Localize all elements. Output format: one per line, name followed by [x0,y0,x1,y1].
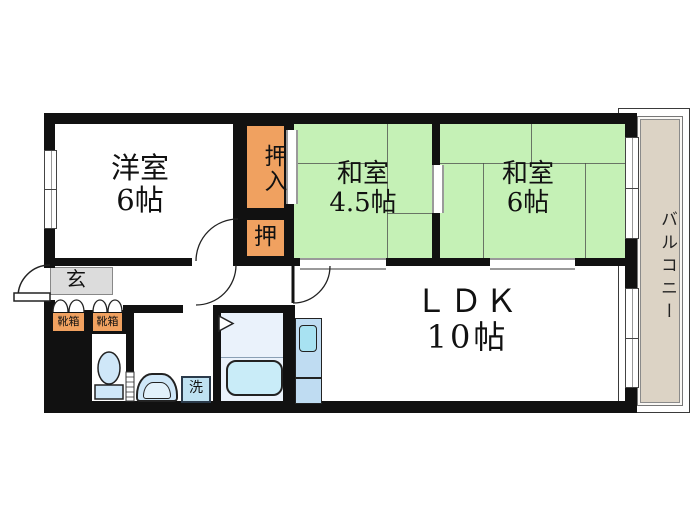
toilet-door-ticks [126,376,134,398]
label-entrance: 玄 [56,268,96,290]
room-name: ＬＤＫ [414,282,520,320]
washing-machine-pan: 洗 [181,376,211,403]
washbasin [136,373,178,402]
washbasin-bowl [143,382,171,399]
hallway-door-arc [195,264,237,306]
room-size: 10帖 [426,317,509,356]
room-size: 6帖 [506,188,550,219]
closet-name: 押 [254,224,277,250]
ldk-door-arc [292,265,331,304]
wall [233,210,294,218]
room-name: 洋室 [110,151,169,185]
wall [238,258,300,266]
tatami-line [483,163,484,258]
label-japanese-6: 和室 6帖 [465,159,591,219]
laundry-label: 洗 [189,380,203,396]
shoebox-label: 靴箱 [96,315,119,328]
toilet-room [92,334,126,401]
wall [126,334,134,372]
label-oshi: 押 [245,224,286,251]
entrance-door-arc [17,264,51,298]
label-western-room: 洋室 6帖 [60,152,220,217]
western-room-door-arc [195,218,239,262]
label-balcony: バルコニー [644,162,677,372]
balcony-deck [637,116,683,406]
window-line [626,338,638,339]
closet-oshiire [245,124,286,210]
counter-divider [296,377,321,379]
kitchen-counter [295,318,322,404]
window-line [45,189,56,190]
shoebox-label: 靴箱 [57,315,80,328]
bathroom-divider [221,357,283,358]
kitchen-sink [299,325,317,352]
label-japanese-4_5: 和室 4.5帖 [300,159,426,219]
closet-name: 押入 [260,144,286,194]
sliding-door [300,258,386,270]
wall [283,305,295,401]
wall [575,258,637,266]
shoebox-right: 靴箱 [92,312,123,332]
entrance-area [50,267,113,295]
room-size: 4.5帖 [329,188,397,219]
sliding-door [490,258,575,270]
room-name: 玄 [66,267,86,291]
tatami-line [387,213,432,214]
room-japanese-6 [440,124,625,258]
window [44,150,57,229]
room-name: 和室 [501,159,554,189]
wall [123,305,183,313]
wall [386,258,490,266]
wall [44,258,192,266]
tatami-line [531,124,532,163]
room-name: バルコニー [657,209,677,325]
room-japanese-4_5 [294,124,432,258]
room-size: 6帖 [116,183,164,218]
shoebox-left: 靴箱 [52,312,85,332]
label-oshiire: 押入 [247,136,286,202]
toilet-door [125,371,135,402]
tatami-line [440,163,625,164]
window-line [626,188,638,189]
tatami-line [294,163,387,164]
wall [233,124,245,266]
bathtub [226,360,283,396]
tatami-line [585,163,586,258]
tatami-line [387,124,388,258]
wall [44,401,637,413]
wall [213,313,221,401]
wall [625,113,637,138]
window [625,288,639,388]
window [625,137,639,239]
wall [625,386,637,413]
fusuma-door [286,130,298,204]
sliding-door [432,165,444,213]
label-ldk: ＬＤＫ 10帖 [350,282,585,356]
wall [213,305,295,313]
wall [44,113,637,124]
room-name: 和室 [336,159,389,189]
closet-oshi [245,218,286,258]
